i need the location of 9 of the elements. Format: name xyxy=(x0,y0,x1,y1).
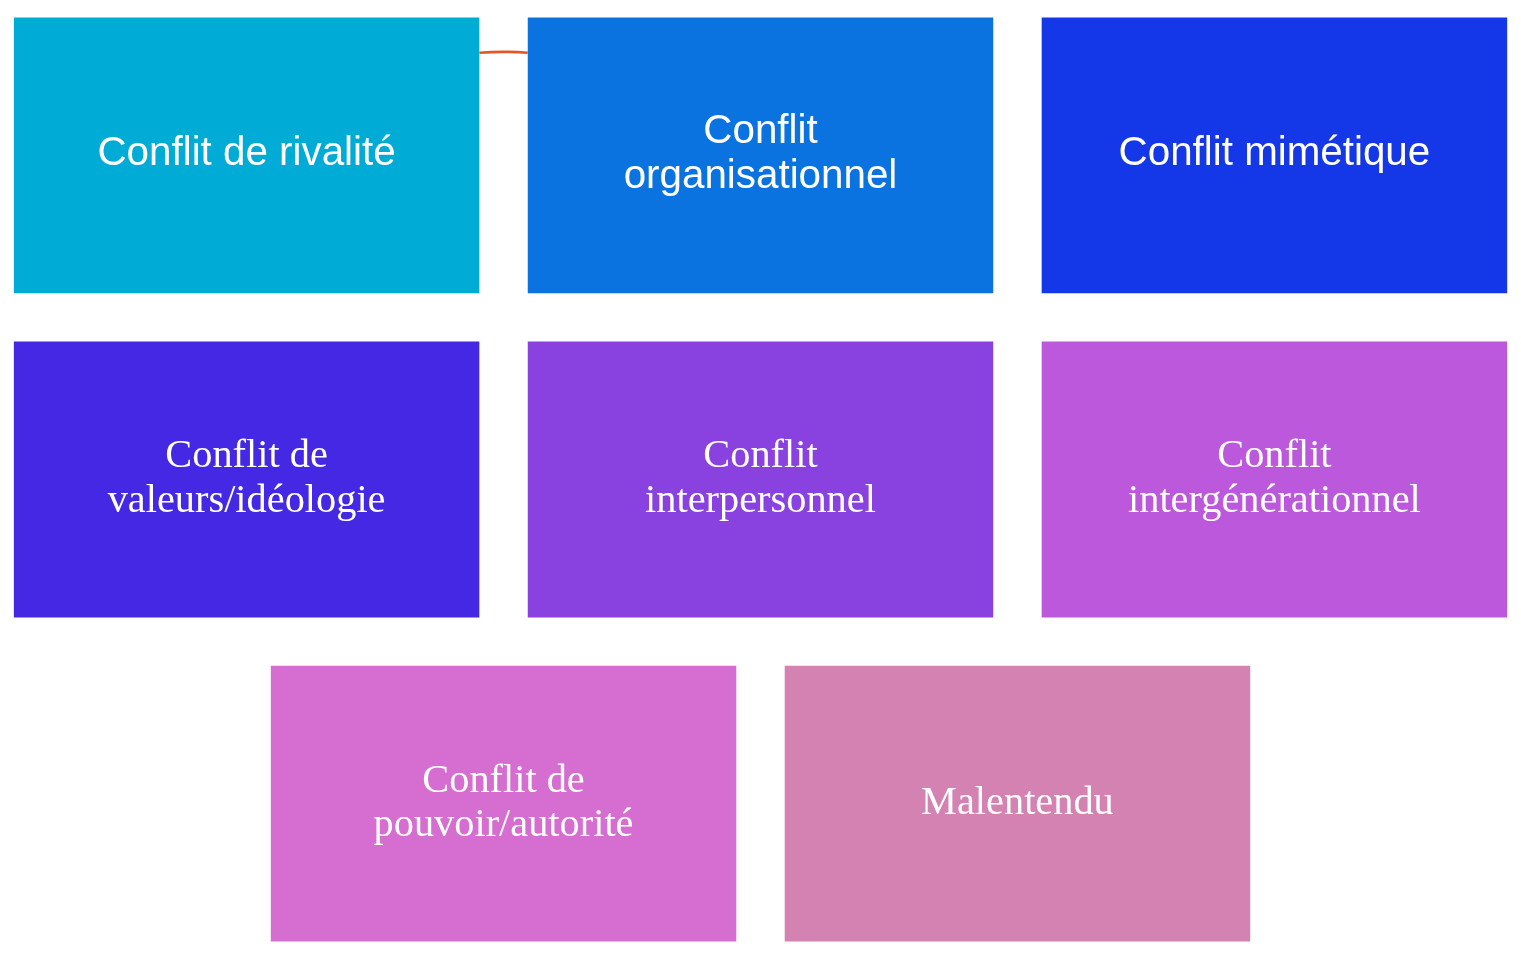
node-box: Conflit intergénérationnel xyxy=(1041,341,1508,617)
node-box: Conflit de valeurs/idéologie xyxy=(13,341,480,617)
node-box: Conflit de rivalité xyxy=(13,16,480,293)
node-box: Conflit de pouvoir/autorité xyxy=(270,665,737,942)
node-box: Conflit interpersonnel xyxy=(527,341,994,617)
node-box: Conflit organisationnel xyxy=(527,16,994,293)
node-box: Malentendu xyxy=(784,665,1251,942)
connector xyxy=(479,50,528,54)
node-box: Conflit mimétique xyxy=(1041,16,1508,293)
